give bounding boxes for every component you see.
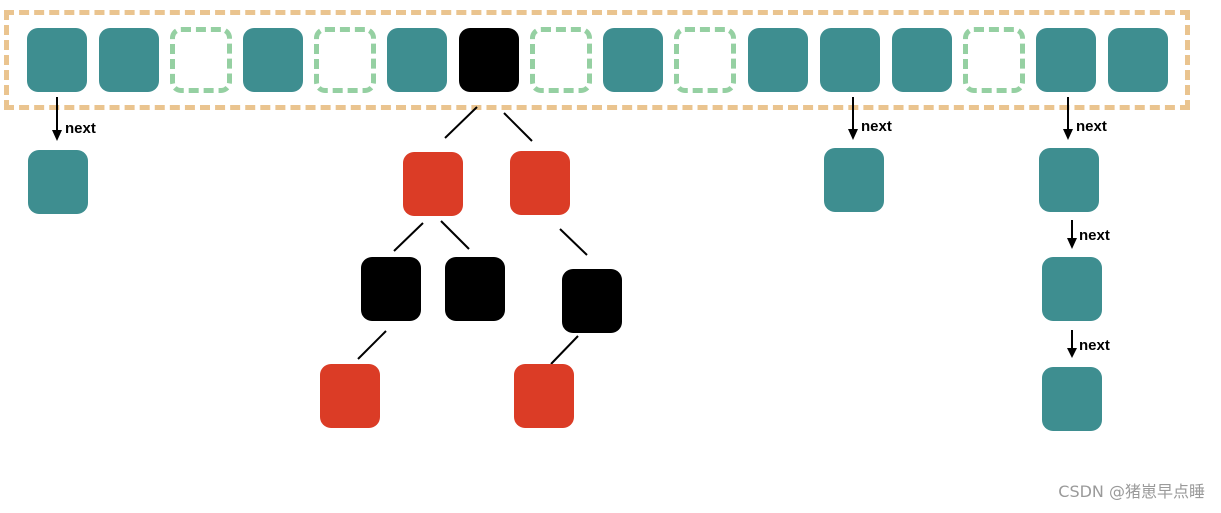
bucket-6 [387,28,447,92]
next-label: next [861,118,892,135]
bucket-12 [820,28,880,92]
bucket-16 [1108,28,1168,92]
hash-array [4,10,1190,110]
list-node [1039,148,1099,212]
tree-edge [440,220,470,250]
list-node [1042,367,1102,431]
tree-node-left [403,152,463,216]
next-label: next [1079,337,1110,354]
tree-node-right [510,151,570,215]
tree-node-left-right [445,257,505,321]
tree-edge [559,228,588,256]
bucket-9 [603,28,663,92]
bucket-1 [27,28,87,92]
bucket-8 [530,27,592,93]
tree-edge [550,335,579,365]
list-node [28,150,88,214]
tree-edge [393,222,424,252]
tree-node-right-right [562,269,622,333]
next-label: next [1079,227,1110,244]
tree-edge [444,106,478,139]
tree-edge [503,112,533,142]
bucket-4 [243,28,303,92]
tree-edge [357,330,387,360]
bucket-14 [963,27,1025,93]
tree-node-left-left [361,257,421,321]
bucket-11 [748,28,808,92]
next-arrow [1067,220,1077,249]
bucket-10 [674,27,736,93]
bucket-2 [99,28,159,92]
next-label: next [1076,118,1107,135]
next-label: next [65,120,96,137]
list-node [1042,257,1102,321]
bucket-7 [459,28,519,92]
bucket-13 [892,28,952,92]
tree-node-right-right-left [514,364,574,428]
bucket-15 [1036,28,1096,92]
list-node [824,148,884,212]
next-arrow [1067,330,1077,358]
bucket-3 [170,27,232,93]
bucket-5 [314,27,376,93]
watermark: CSDN @猪崽早点睡 [1058,482,1205,501]
tree-node-left-left-left [320,364,380,428]
